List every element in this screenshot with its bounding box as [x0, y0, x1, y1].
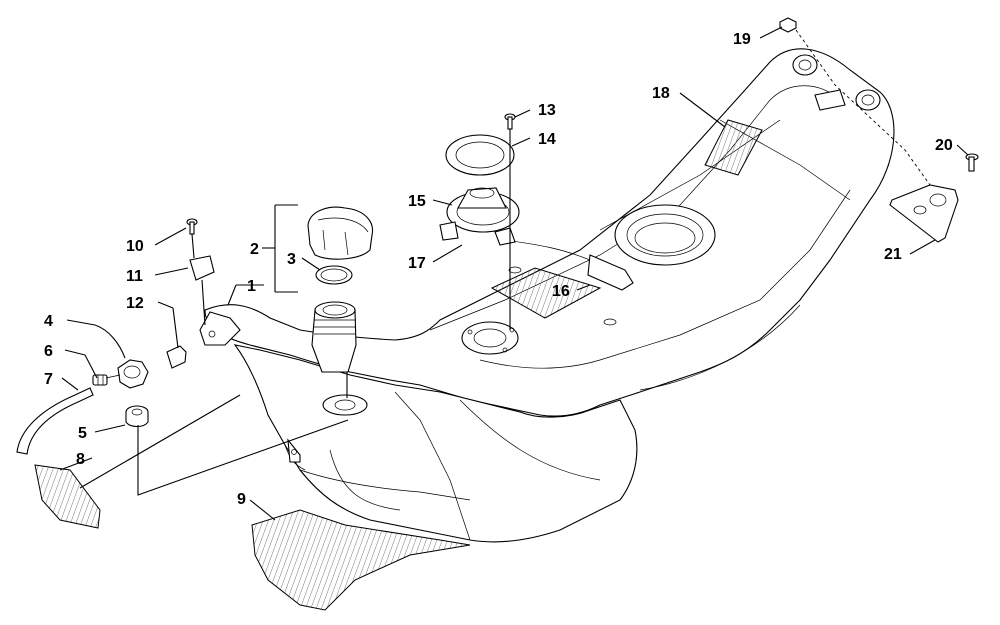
- callout-13: 13: [538, 102, 556, 119]
- callout-17: 17: [408, 255, 426, 272]
- callout-11: 11: [126, 268, 143, 285]
- bracket-21: [889, 184, 959, 243]
- clip-11: [189, 255, 215, 281]
- hose-clamp-6: [92, 374, 108, 386]
- vent-hose-7: [16, 387, 94, 455]
- screw-10: [186, 218, 198, 235]
- callout-19: 19: [733, 31, 751, 48]
- callout-7: 7: [44, 371, 53, 388]
- screw-13: [504, 113, 516, 130]
- callout-20: 20: [935, 137, 953, 154]
- callout-9: 9: [237, 491, 246, 508]
- callout-21: 21: [884, 246, 902, 263]
- callout-6: 6: [44, 343, 53, 360]
- callout-12: 12: [126, 295, 144, 312]
- callout-16: 16: [552, 283, 570, 300]
- callout-8: 8: [76, 451, 85, 468]
- callout-4: 4: [44, 313, 53, 330]
- o-ring-3: [315, 265, 353, 285]
- callout-10: 10: [126, 238, 144, 255]
- shield-8: [34, 464, 101, 529]
- bolt-20: [965, 153, 979, 172]
- callout-5: 5: [78, 425, 87, 442]
- callout-3: 3: [287, 251, 296, 268]
- gas-cap-2: [307, 206, 374, 260]
- callout-2: 2: [250, 241, 259, 258]
- callout-14: 14: [538, 131, 556, 148]
- callout-15: 15: [408, 193, 426, 210]
- fuel-pump-assembly-15: [439, 187, 520, 246]
- decal-16: [490, 267, 602, 319]
- grommet-5: [125, 405, 149, 428]
- leader-lines: [59, 26, 969, 521]
- callout-1: 1: [247, 278, 256, 295]
- shield-9: [251, 509, 471, 611]
- filler-neck: [311, 301, 357, 373]
- retainer-12: [166, 345, 187, 369]
- callout-labels: 1 2 3 4 5 6 7 8 9 10 11 12 13 14 15 16 1…: [44, 31, 953, 508]
- gasket-14: [445, 134, 515, 176]
- callout-18: 18: [652, 85, 670, 102]
- decal-18: [704, 119, 763, 176]
- bolt-19: [779, 17, 797, 33]
- rollover-valve-4: [105, 359, 149, 389]
